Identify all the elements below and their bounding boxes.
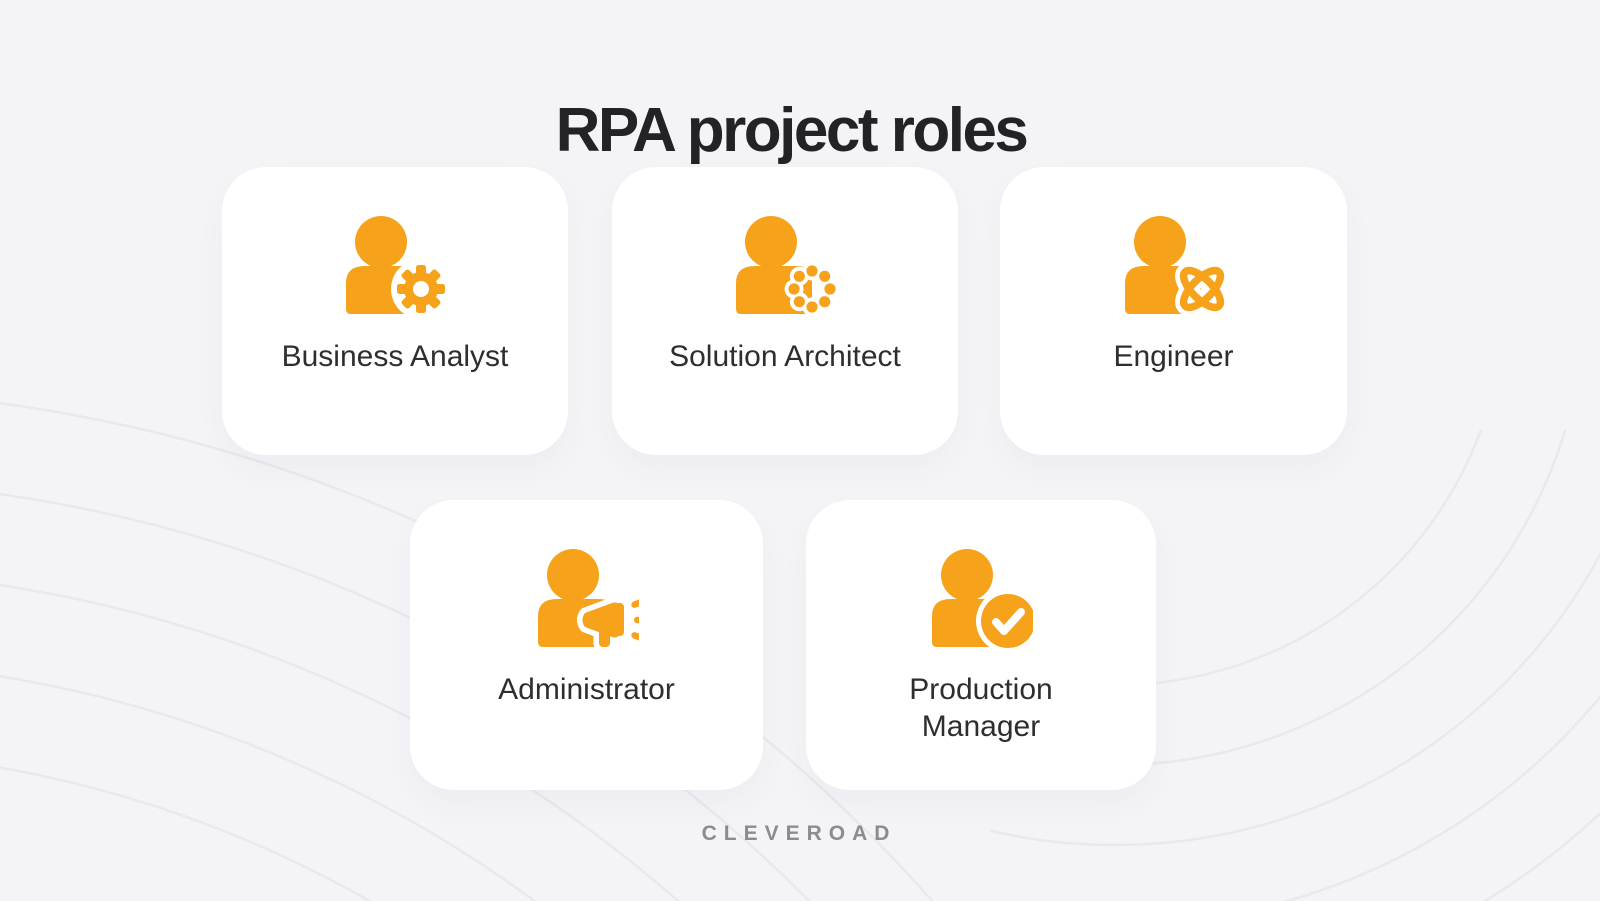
role-card-production-manager: Production Manager — [806, 500, 1156, 790]
person-megaphone-icon — [537, 549, 639, 650]
role-card-business-analyst: Business Analyst — [222, 167, 568, 455]
role-label: Administrator — [498, 673, 675, 706]
person-check-icon — [932, 549, 1033, 650]
person-dots-circle-icon — [736, 216, 837, 317]
role-label: Solution Architect — [669, 340, 901, 373]
role-card-solution-architect: Solution Architect — [612, 167, 958, 455]
role-card-engineer: Engineer — [1000, 167, 1347, 455]
cleveroad-logo-text: CLEVEROAD — [701, 822, 897, 845]
role-label: Business Analyst — [281, 340, 509, 373]
person-atom-icon — [1124, 216, 1226, 316]
person-gear-icon — [346, 216, 447, 317]
role-card-administrator: Administrator — [410, 500, 763, 790]
role-label: Production Manager — [909, 673, 1053, 743]
role-label: Engineer — [1113, 340, 1234, 373]
page-title: RPA project roles — [555, 95, 1029, 165]
